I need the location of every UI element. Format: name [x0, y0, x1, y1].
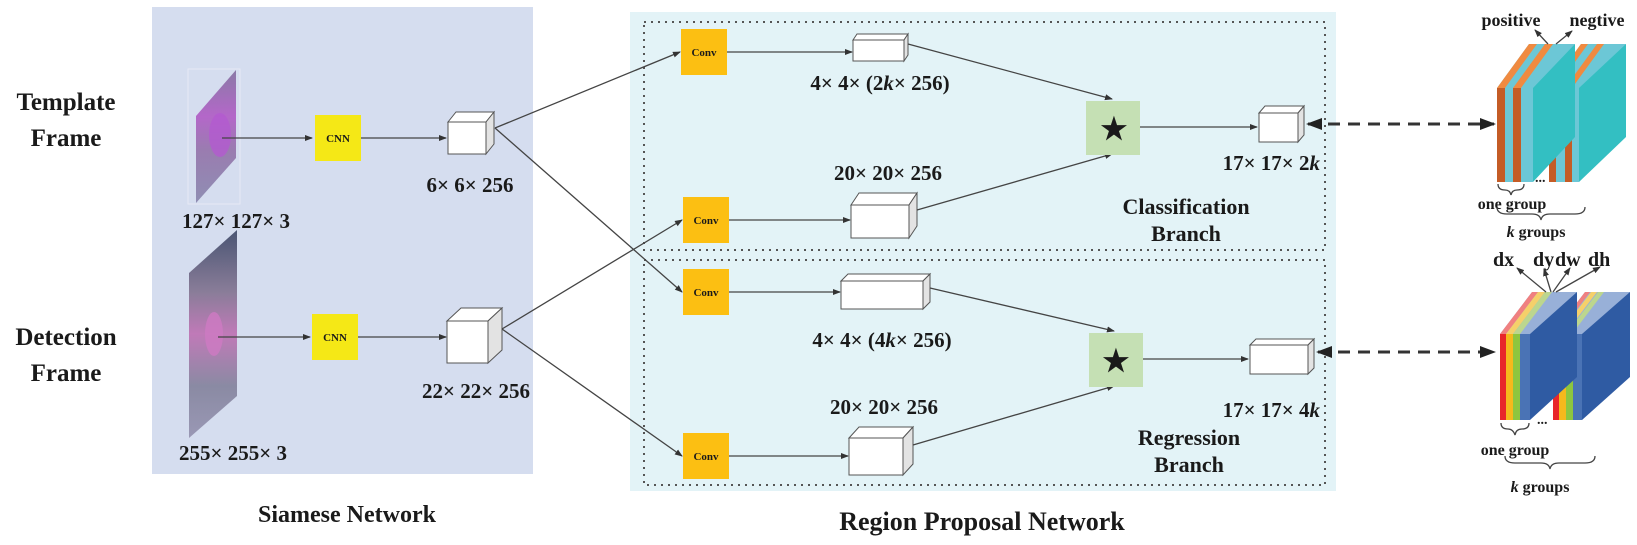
siamese-network-title: Siamese Network	[258, 502, 437, 528]
svg-text:CNN: CNN	[326, 133, 350, 145]
reg-search-feature	[847, 425, 915, 477]
detection-frame-label-2: Frame	[31, 360, 102, 387]
template-frame-label: Template	[16, 89, 115, 116]
dy-label: dy	[1533, 249, 1554, 271]
cls-output-tensor	[1497, 44, 1626, 182]
svg-text:Conv: Conv	[693, 215, 719, 227]
cls-search-size: 20× 20× 256	[834, 161, 942, 185]
svg-text:Branch: Branch	[1151, 221, 1221, 246]
svg-text:Conv: Conv	[691, 47, 717, 59]
cls-output-feature	[1257, 104, 1306, 144]
classification-branch-title: Classification	[1122, 194, 1249, 219]
ellipsis: ...	[1535, 171, 1546, 186]
cls-kernel-feature	[852, 32, 909, 63]
template-cnn-block: CNN	[315, 115, 361, 161]
regression-branch-title: Regression	[1138, 425, 1240, 450]
cls-kernel-size: 4× 4× (2k× 256)	[810, 71, 949, 95]
reg-k-groups-label: k groups	[1511, 479, 1570, 496]
cls-detection-conv: Conv	[683, 197, 729, 243]
reg-output-feature	[1248, 337, 1316, 376]
star-icon: ★	[1103, 345, 1130, 378]
cls-output-size: 17× 17× 2k	[1223, 151, 1321, 175]
svg-text:CNN: CNN	[323, 332, 347, 344]
cls-k-groups-label: k groups	[1507, 224, 1566, 241]
star-icon: ★	[1101, 113, 1128, 146]
regression-branch-box	[643, 259, 1326, 486]
k-groups-brace	[1496, 206, 1586, 221]
dh-label: dh	[1588, 249, 1610, 271]
rpn-panel	[630, 12, 1336, 491]
cls-xcorr-operator: ★	[1086, 101, 1140, 155]
cls-search-feature	[850, 191, 918, 240]
template-frame-label-2: Frame	[31, 125, 102, 152]
reg-output-size: 17× 17× 4k	[1223, 398, 1321, 422]
negative-label: negtive	[1570, 10, 1625, 30]
reg-kernel-size: 4× 4× (4k× 256)	[812, 328, 951, 352]
cls-template-conv: Conv	[681, 29, 727, 75]
template-feature-size: 6× 6× 256	[427, 173, 514, 197]
template-feature-cube	[446, 110, 496, 156]
cls-one-group-label: one group	[1478, 196, 1547, 213]
reg-detection-conv: Conv	[683, 433, 729, 479]
rpn-title: Region Proposal Network	[839, 507, 1125, 536]
dw-label: dw	[1555, 249, 1581, 271]
reg-output-tensor	[1500, 292, 1630, 420]
template-size-label: 127× 127× 3	[182, 209, 290, 233]
svg-text:...: ...	[1537, 413, 1548, 428]
svg-text:Branch: Branch	[1154, 452, 1224, 477]
detection-feature-size: 22× 22× 256	[422, 379, 530, 403]
reg-kernel-feature	[839, 272, 932, 311]
reg-one-group-label: one group	[1481, 442, 1550, 459]
reg-xcorr-operator: ★	[1089, 333, 1143, 387]
detection-size-label: 255× 255× 3	[179, 441, 287, 465]
svg-text:Conv: Conv	[693, 451, 719, 463]
detection-cnn-block: CNN	[312, 314, 358, 360]
positive-label: positive	[1481, 10, 1540, 30]
detection-feature-cube	[445, 306, 504, 365]
svg-text:Conv: Conv	[693, 287, 719, 299]
reg-template-conv: Conv	[683, 269, 729, 315]
one-group-brace	[1497, 183, 1525, 196]
dx-label: dx	[1493, 249, 1514, 271]
reg-search-size: 20× 20× 256	[830, 395, 938, 419]
detection-frame-label: Detection	[15, 324, 116, 351]
